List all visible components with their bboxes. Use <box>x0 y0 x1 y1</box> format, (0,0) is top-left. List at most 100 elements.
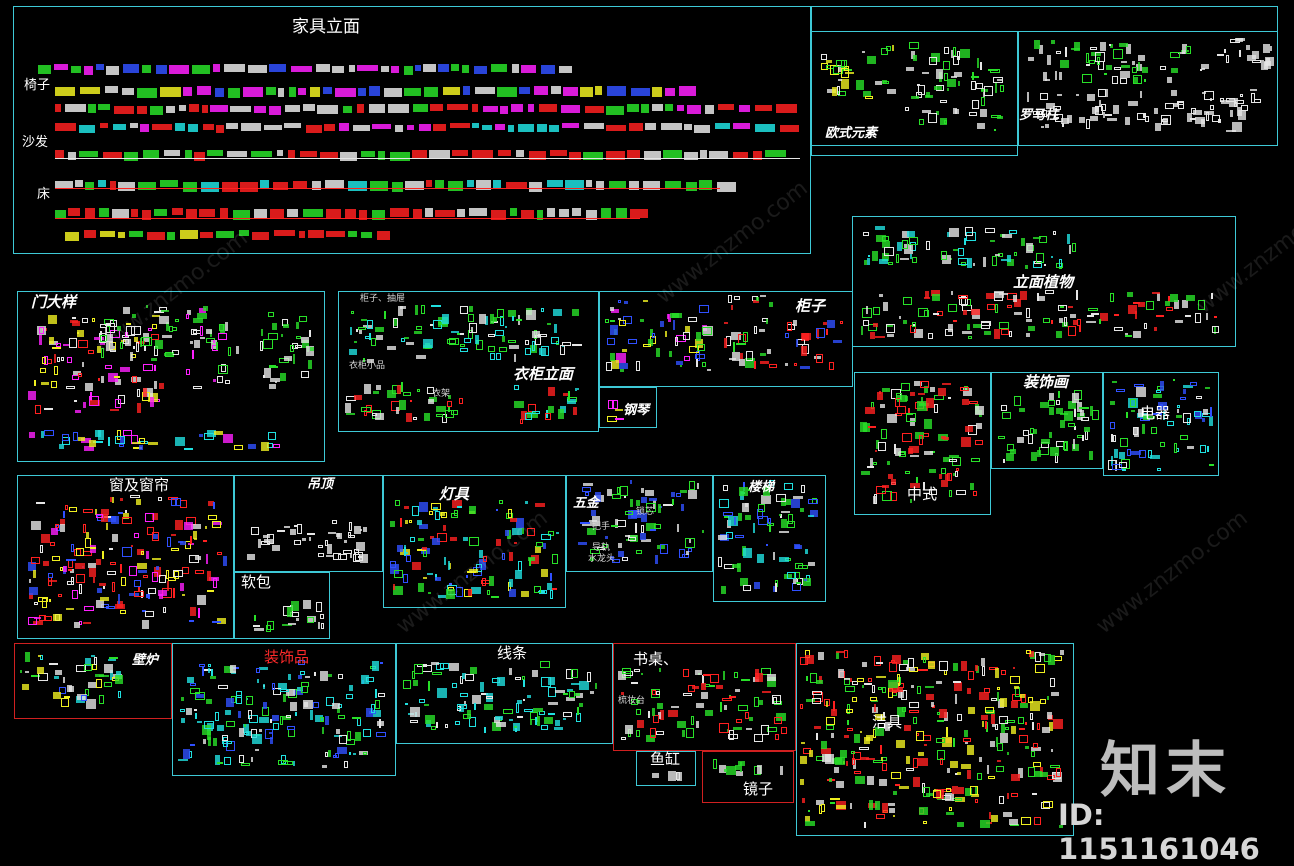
cad-symbol <box>397 545 403 552</box>
cad-symbol <box>1033 237 1041 239</box>
cad-symbol <box>555 720 560 726</box>
cad-symbol <box>840 321 843 324</box>
cad-symbol <box>77 694 87 700</box>
cad-symbol <box>55 670 62 675</box>
cad-symbol <box>199 308 206 313</box>
cad-symbol <box>550 573 552 581</box>
cad-symbol <box>366 405 372 413</box>
cad-symbol <box>225 322 228 331</box>
cad-symbol <box>198 608 200 618</box>
cad-symbol <box>320 614 324 619</box>
cad-symbol <box>164 353 173 356</box>
cad-symbol <box>865 407 875 414</box>
cad-symbol <box>652 333 655 338</box>
cad-symbol <box>83 509 93 513</box>
cad-symbol <box>728 734 738 739</box>
cad-symbol <box>93 577 95 583</box>
cad-symbol <box>33 621 43 625</box>
cad-symbol <box>136 342 139 352</box>
furniture-symbol <box>98 104 110 110</box>
cad-symbol <box>247 554 255 560</box>
cad-symbol <box>56 343 61 347</box>
cad-symbol <box>523 699 525 701</box>
cad-symbol <box>1261 60 1264 70</box>
cad-symbol <box>607 489 612 496</box>
cad-symbol <box>105 365 112 369</box>
cad-symbol <box>579 703 583 707</box>
cad-symbol <box>833 701 835 711</box>
cad-symbol <box>468 314 474 322</box>
furniture-symbol <box>254 106 266 113</box>
cad-symbol <box>460 344 465 347</box>
frame-door-frame <box>17 291 325 462</box>
cad-symbol <box>892 45 894 51</box>
cad-symbol <box>249 715 258 723</box>
furniture-symbol <box>687 105 701 114</box>
frame-soft-pack <box>234 572 330 639</box>
furniture-symbol <box>142 65 151 73</box>
cad-symbol <box>82 318 88 323</box>
cad-symbol <box>435 511 440 520</box>
cad-symbol <box>822 754 831 762</box>
cad-symbol <box>1144 323 1147 329</box>
cad-symbol <box>366 708 373 717</box>
cad-symbol <box>847 720 849 725</box>
cad-symbol <box>953 249 959 251</box>
cad-symbol <box>722 698 732 701</box>
cad-symbol <box>309 537 311 541</box>
cad-symbol <box>958 295 968 299</box>
cad-symbol <box>449 563 451 569</box>
cad-symbol <box>1074 42 1080 51</box>
cad-symbol <box>995 668 999 678</box>
cad-symbol <box>868 426 876 428</box>
cad-symbol <box>348 532 351 538</box>
cad-symbol <box>387 346 396 350</box>
cad-symbol <box>497 309 504 318</box>
cad-symbol <box>1240 94 1243 97</box>
cad-symbol <box>988 69 998 71</box>
cad-symbol <box>1020 694 1025 698</box>
frame-fireplace <box>14 643 172 719</box>
cad-symbol <box>213 738 217 746</box>
cad-symbol <box>631 510 641 518</box>
cad-symbol <box>137 403 141 413</box>
cad-symbol <box>939 661 948 671</box>
cad-symbol <box>563 712 572 717</box>
cad-symbol <box>875 714 885 720</box>
furniture-symbol <box>472 150 493 158</box>
cad-symbol <box>838 91 846 96</box>
cad-symbol <box>436 722 438 728</box>
cad-symbol <box>345 403 351 413</box>
cad-symbol <box>610 325 618 335</box>
cad-symbol <box>254 615 256 621</box>
cad-symbol <box>159 316 169 324</box>
furniture-symbol <box>199 209 215 217</box>
cad-symbol <box>913 777 920 787</box>
cad-symbol <box>652 773 659 778</box>
cad-symbol <box>439 512 445 516</box>
cad-symbol <box>1110 401 1115 405</box>
cad-symbol <box>318 553 324 557</box>
cad-symbol <box>563 393 568 396</box>
cad-symbol <box>215 712 219 721</box>
cad-symbol <box>962 331 972 334</box>
cad-symbol <box>514 354 516 362</box>
cad-symbol <box>1121 65 1130 68</box>
cad-symbol <box>897 242 902 251</box>
cad-symbol <box>1091 52 1101 56</box>
cad-symbol <box>52 347 61 349</box>
furniture-symbol <box>300 151 317 157</box>
cad-symbol <box>1128 101 1138 106</box>
cad-symbol <box>650 329 653 336</box>
cad-symbol <box>69 338 77 348</box>
label-rail: 导轨 <box>592 543 611 553</box>
cad-symbol <box>1106 65 1112 70</box>
cad-symbol <box>449 663 459 671</box>
cad-symbol <box>101 376 104 383</box>
cad-symbol <box>591 510 596 516</box>
cad-symbol <box>1224 49 1226 53</box>
furniture-symbol <box>113 124 126 130</box>
cad-symbol <box>610 556 614 560</box>
cad-symbol <box>1088 308 1098 311</box>
